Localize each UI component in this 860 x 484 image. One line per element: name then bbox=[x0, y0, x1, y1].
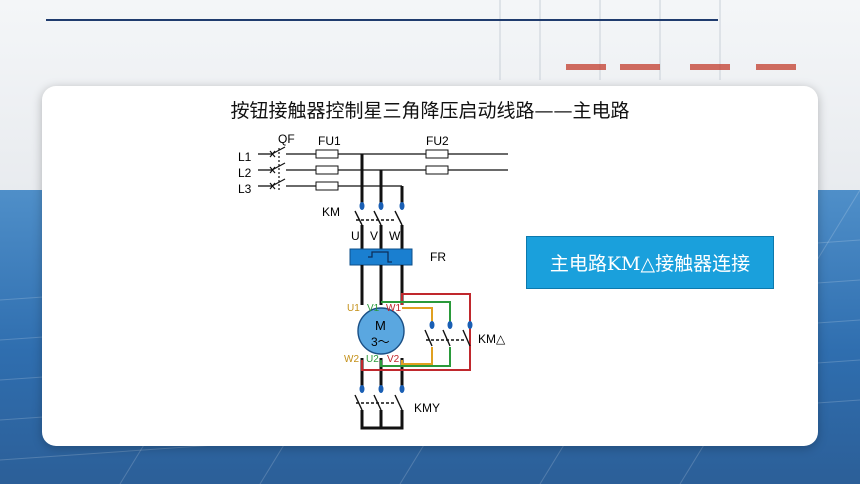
line-label-l3: L3 bbox=[238, 182, 252, 196]
terminal-w-label: W bbox=[389, 229, 401, 243]
fr-label: FR bbox=[430, 250, 446, 264]
main-wires-upper bbox=[360, 154, 404, 206]
terminal-v-label: V bbox=[370, 229, 378, 243]
main-wires-to-fr bbox=[360, 225, 404, 249]
header-rule bbox=[46, 19, 718, 21]
km-delta-label: KM△ bbox=[478, 332, 506, 346]
circuit-label-box: 主电路KM△接触器连接 bbox=[526, 236, 774, 289]
incoming-lines bbox=[258, 153, 508, 187]
fuse-symbols bbox=[315, 149, 449, 191]
fr-relay-heater bbox=[368, 251, 392, 263]
motor-terminal-v2: V2 bbox=[387, 354, 400, 365]
fuse2-label: FU2 bbox=[426, 134, 449, 148]
motor-terminal-u1: U1 bbox=[347, 303, 360, 314]
km-contacts bbox=[354, 202, 405, 226]
delta-wiring bbox=[361, 293, 471, 371]
motor-symbol bbox=[357, 307, 405, 355]
terminal-u-label: U bbox=[351, 229, 360, 243]
motor-phase-label: 3～ bbox=[371, 335, 390, 349]
km-y-contacts bbox=[354, 385, 405, 411]
km-delta-contacts bbox=[424, 321, 473, 347]
motor-terminal-u2: U2 bbox=[366, 354, 379, 365]
slide-title: 按钮接触器控制星三角降压启动线路——主电路 bbox=[230, 100, 630, 122]
breaker-label: QF bbox=[278, 132, 295, 146]
star-point-bus bbox=[360, 410, 404, 430]
line-label-l2: L2 bbox=[238, 166, 252, 180]
motor-terminal-w1: W1 bbox=[386, 303, 401, 314]
motor-terminal-v1: V1 bbox=[367, 303, 380, 314]
motor-label: M bbox=[375, 318, 386, 333]
fuse1-label: FU1 bbox=[318, 134, 341, 148]
km-y-label: KMY bbox=[414, 401, 440, 415]
breaker-qf-symbol bbox=[269, 146, 286, 190]
km-label: KM bbox=[322, 205, 340, 219]
line-label-l1: L1 bbox=[238, 150, 252, 164]
motor-terminal-w2: W2 bbox=[344, 354, 359, 365]
